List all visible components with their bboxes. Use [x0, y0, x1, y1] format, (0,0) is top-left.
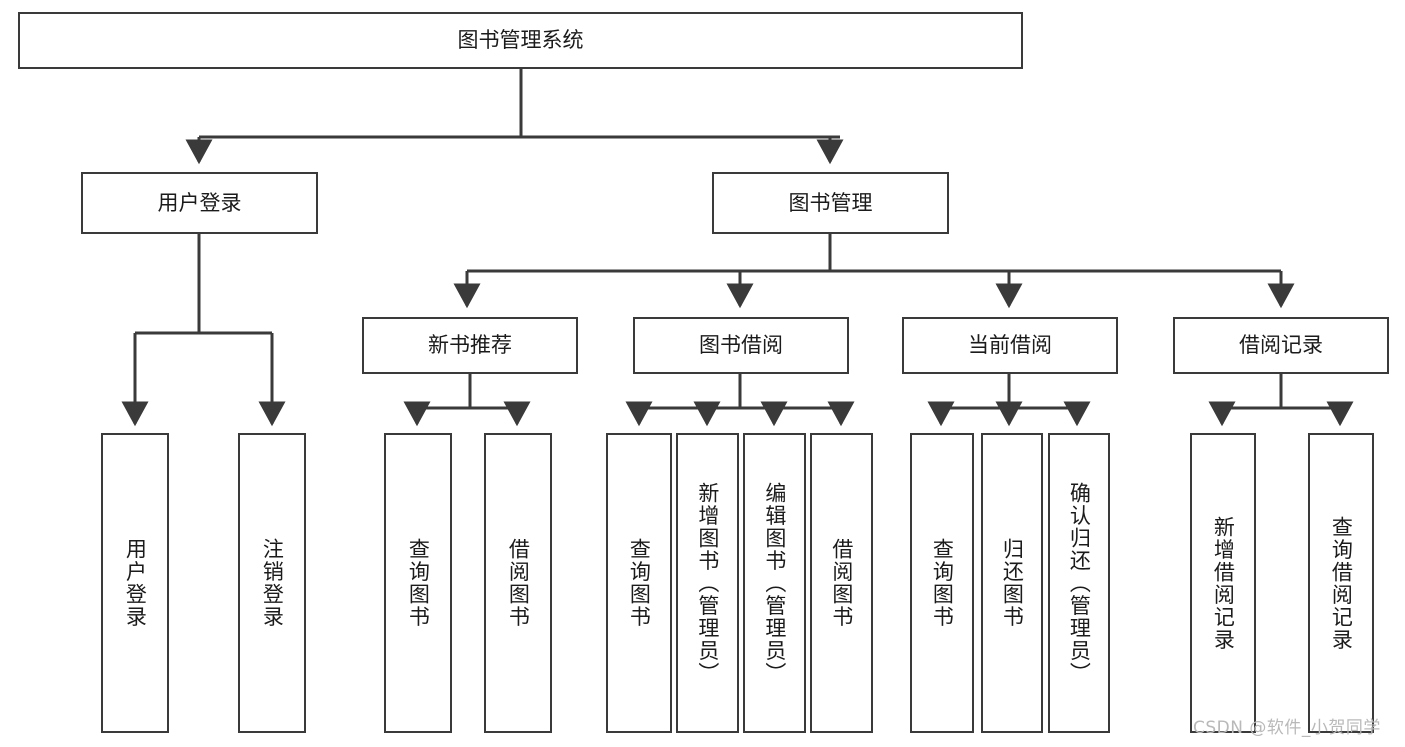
node-book-borrow[interactable]: 图书借阅: [633, 317, 849, 374]
leaf-user-login-signout[interactable]: 注销登录: [238, 433, 306, 733]
node-borrow-records[interactable]: 借阅记录: [1173, 317, 1389, 374]
leaf-label: 确认归还（管理员）: [1067, 481, 1092, 685]
node-root-label: 图书管理系统: [457, 28, 584, 53]
leaf-borrow-query[interactable]: 查询图书: [606, 433, 672, 733]
leaf-records-query[interactable]: 查询借阅记录: [1308, 433, 1374, 733]
node-book-management[interactable]: 图书管理: [712, 172, 949, 234]
node-user-login-label: 用户登录: [157, 190, 242, 215]
leaf-label: 编辑图书（管理员）: [762, 481, 787, 685]
leaf-label: 查询借阅记录: [1329, 515, 1354, 651]
leaf-label: 查询图书: [406, 538, 431, 628]
node-borrow-records-label: 借阅记录: [1239, 333, 1323, 358]
leaf-new-book-borrow[interactable]: 借阅图书: [484, 433, 552, 733]
leaf-current-return[interactable]: 归还图书: [981, 433, 1043, 733]
leaf-label: 查询图书: [627, 538, 652, 628]
node-current-borrow[interactable]: 当前借阅: [902, 317, 1118, 374]
node-book-management-label: 图书管理: [788, 190, 873, 215]
node-user-login[interactable]: 用户登录: [81, 172, 318, 234]
leaf-label: 借阅图书: [829, 538, 854, 628]
leaf-label: 注销登录: [260, 538, 285, 628]
node-root[interactable]: 图书管理系统: [18, 12, 1023, 69]
leaf-current-query[interactable]: 查询图书: [910, 433, 974, 733]
leaf-label: 新增图书（管理员）: [695, 481, 720, 685]
leaf-user-login-signin[interactable]: 用户登录: [101, 433, 169, 733]
leaf-label: 新增借阅记录: [1211, 515, 1236, 651]
node-new-book-recommend[interactable]: 新书推荐: [362, 317, 578, 374]
leaf-label: 借阅图书: [506, 538, 531, 628]
leaf-borrow-edit-book[interactable]: 编辑图书（管理员）: [743, 433, 806, 733]
node-current-borrow-label: 当前借阅: [968, 333, 1052, 358]
leaf-borrow-add-book[interactable]: 新增图书（管理员）: [676, 433, 739, 733]
leaf-label: 用户登录: [123, 538, 148, 628]
leaf-new-book-query[interactable]: 查询图书: [384, 433, 452, 733]
leaf-current-confirm-return[interactable]: 确认归还（管理员）: [1048, 433, 1110, 733]
leaf-label: 查询图书: [930, 538, 955, 628]
leaf-records-add[interactable]: 新增借阅记录: [1190, 433, 1256, 733]
node-book-borrow-label: 图书借阅: [699, 333, 783, 358]
leaf-borrow-borrow-book[interactable]: 借阅图书: [810, 433, 873, 733]
node-new-book-recommend-label: 新书推荐: [428, 333, 512, 358]
leaf-label: 归还图书: [1000, 538, 1025, 628]
